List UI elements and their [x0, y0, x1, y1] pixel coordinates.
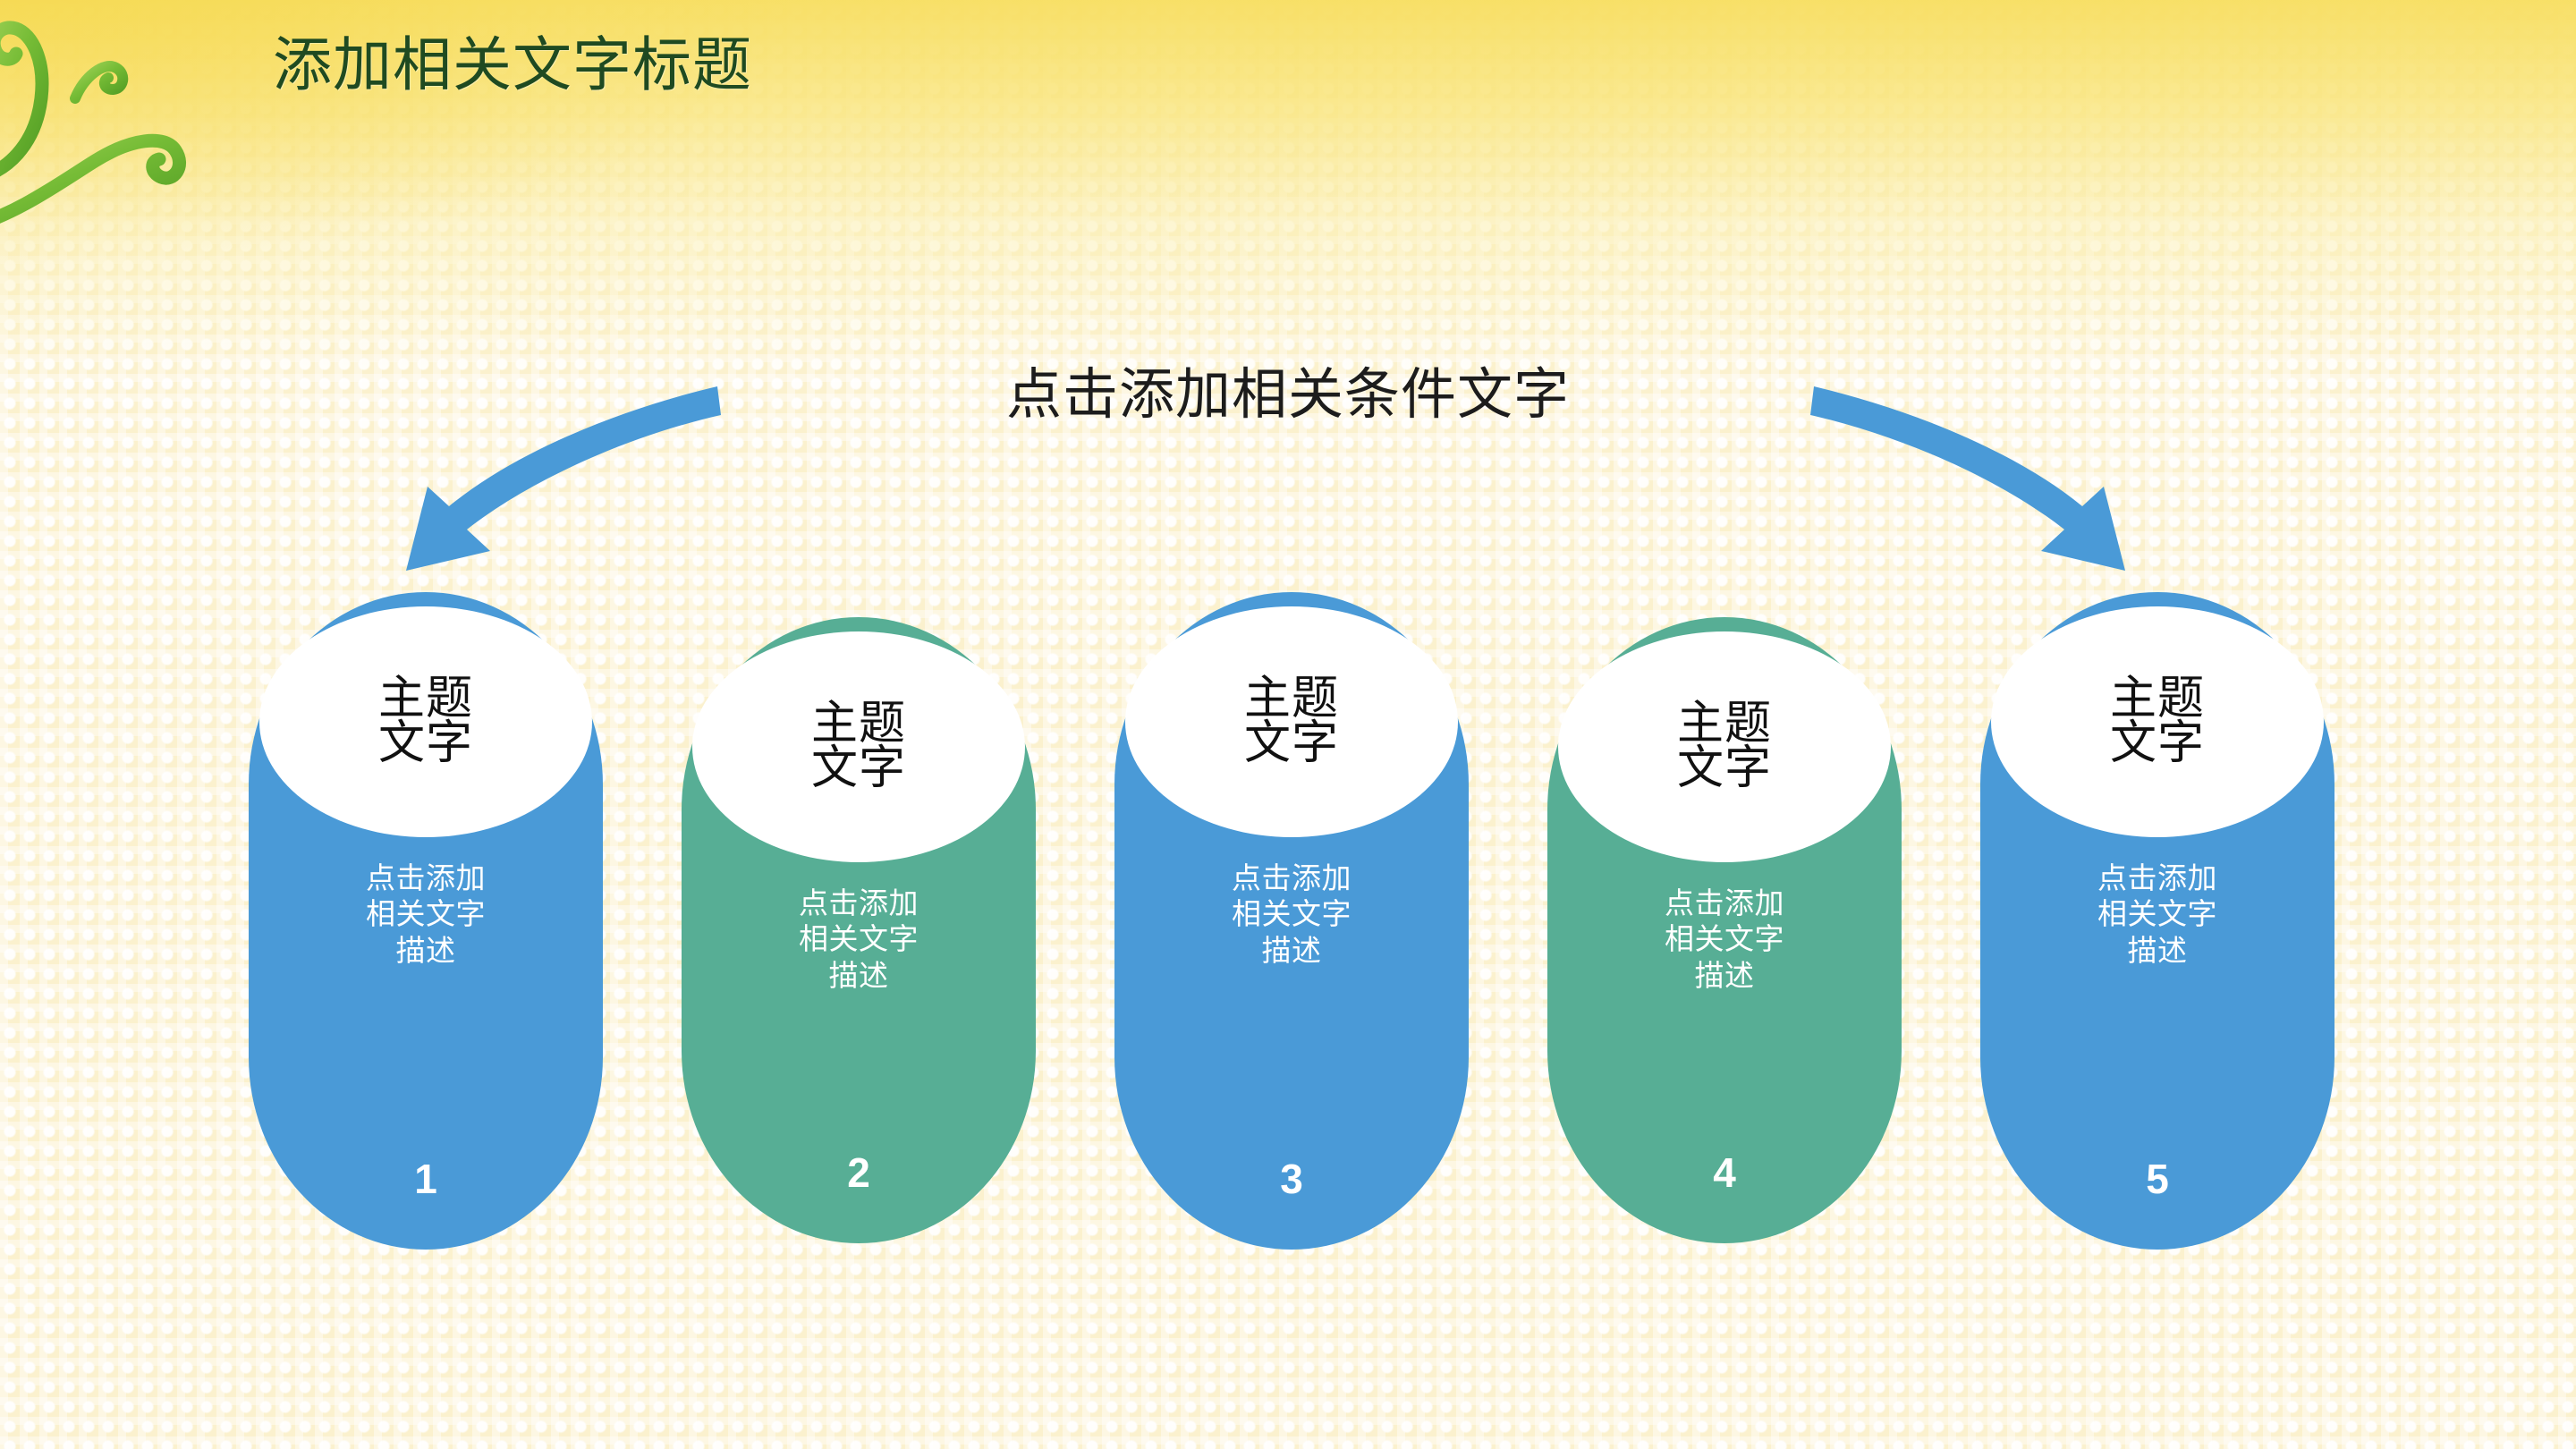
capsule-5-theme-line-1: 主题 [2109, 673, 2205, 725]
capsule-3-desc-line-1: 点击添加 [1232, 861, 1352, 894]
capsule-2-theme-ellipse: 主题 文字 [692, 631, 1025, 862]
capsule-3-theme-line-2: 文字 [1243, 717, 1339, 769]
capsule-5-desc-line-2: 相关文字 [2097, 897, 2217, 931]
page-title: 添加相关文字标题 [273, 31, 752, 97]
capsule-3-desc-line-2: 相关文字 [1232, 897, 1352, 931]
capsule-4-number: 4 [1713, 1149, 1736, 1196]
capsule-2-desc-line-1: 点击添加 [799, 886, 919, 919]
capsule-2[interactable]: 主题 文字 点击添加 相关文字 描述 2 [682, 617, 1036, 1243]
capsule-3-theme-ellipse: 主题 文字 [1125, 606, 1458, 837]
left-arrow-icon [406, 386, 721, 571]
capsule-4-description: 点击添加 相关文字 描述 [1547, 886, 1902, 994]
capsule-1-description: 点击添加 相关文字 描述 [249, 860, 603, 969]
capsule-4-theme-line-1: 主题 [1676, 698, 1772, 750]
capsule-1-theme-line-2: 文字 [377, 717, 473, 769]
capsule-5-theme-ellipse: 主题 文字 [1991, 606, 2324, 837]
capsule-5-description: 点击添加 相关文字 描述 [1980, 860, 2334, 969]
capsule-4-desc-line-2: 相关文字 [1665, 922, 1784, 956]
capsule-4-desc-line-1: 点击添加 [1665, 886, 1784, 919]
capsule-4-desc-line-3: 描述 [1694, 958, 1755, 992]
capsule-5-theme-line-2: 文字 [2109, 717, 2205, 769]
capsule-5[interactable]: 主题 文字 点击添加 相关文字 描述 5 [1980, 592, 2334, 1250]
capsule-3-number: 3 [1280, 1156, 1303, 1202]
capsule-2-number: 2 [847, 1149, 870, 1196]
capsule-3-theme-line-1: 主题 [1243, 673, 1339, 725]
capsule-1-theme-line-1: 主题 [377, 673, 473, 725]
section-heading: 点击添加相关条件文字 [1005, 364, 1570, 426]
capsule-1-desc-line-2: 相关文字 [366, 897, 486, 931]
capsule-2-desc-line-3: 描述 [828, 958, 889, 992]
capsule-3-desc-line-3: 描述 [1261, 933, 1322, 967]
capsule-3-description: 点击添加 相关文字 描述 [1114, 860, 1469, 969]
capsule-4-theme-ellipse: 主题 文字 [1558, 631, 1891, 862]
capsule-4-theme-line-2: 文字 [1676, 742, 1772, 794]
capsule-1-number: 1 [414, 1156, 437, 1202]
capsule-4[interactable]: 主题 文字 点击添加 相关文字 描述 4 [1547, 617, 1902, 1243]
capsule-5-desc-line-1: 点击添加 [2097, 861, 2217, 894]
capsule-2-desc-line-2: 相关文字 [799, 922, 919, 956]
capsule-1-theme-ellipse: 主题 文字 [259, 606, 592, 837]
capsule-1[interactable]: 主题 文字 点击添加 相关文字 描述 1 [249, 592, 603, 1250]
capsule-1-desc-line-3: 描述 [395, 933, 456, 967]
capsule-5-desc-line-3: 描述 [2127, 933, 2188, 967]
capsule-5-number: 5 [2146, 1156, 2169, 1202]
right-arrow-icon [1810, 386, 2125, 571]
capsule-2-theme-line-1: 主题 [810, 698, 906, 750]
capsule-2-description: 点击添加 相关文字 描述 [682, 886, 1036, 994]
capsule-3[interactable]: 主题 文字 点击添加 相关文字 描述 3 [1114, 592, 1469, 1250]
capsule-1-desc-line-1: 点击添加 [366, 861, 486, 894]
capsule-2-theme-line-2: 文字 [810, 742, 906, 794]
